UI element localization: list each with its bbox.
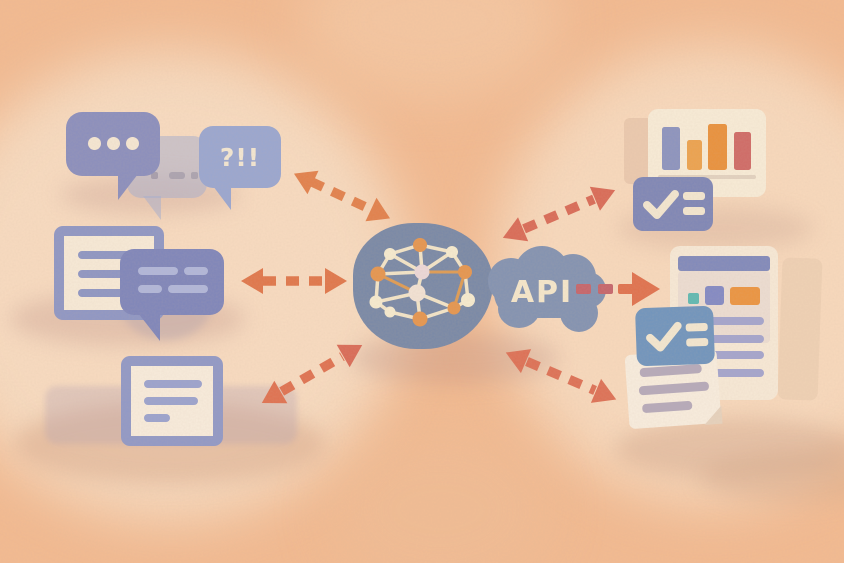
folded-corner xyxy=(703,405,723,425)
dot xyxy=(88,137,101,150)
ghost-mark xyxy=(169,172,185,179)
bar xyxy=(662,127,680,170)
text-line xyxy=(638,381,710,396)
bar xyxy=(734,132,751,170)
arrow-mid-left xyxy=(241,268,347,294)
text-line xyxy=(639,363,702,378)
ghost-mark xyxy=(191,172,198,179)
check-equals-glyph xyxy=(646,321,709,352)
bar xyxy=(708,124,727,170)
question-exclaim-chat-icon: ?!! xyxy=(199,126,281,210)
text-line xyxy=(144,380,202,388)
bubble-tail xyxy=(143,196,161,220)
ellipsis-chat-icon xyxy=(66,112,160,200)
teal-block xyxy=(688,293,699,304)
dot xyxy=(107,137,120,150)
note-icon xyxy=(121,356,223,446)
arrow-mid-right xyxy=(576,272,660,306)
orange-block xyxy=(730,287,760,305)
ghost-card-right xyxy=(777,257,823,401)
arrow-top-right xyxy=(502,186,616,242)
check-equals-glyph xyxy=(643,190,705,219)
arrow-bottom-left xyxy=(261,344,363,404)
exclaim-text: ?!! xyxy=(219,142,261,172)
dash xyxy=(138,285,162,293)
check-list-icon xyxy=(635,305,715,367)
bottom-wash xyxy=(330,430,550,563)
bar xyxy=(687,140,702,170)
purple-block xyxy=(705,286,724,305)
text-line xyxy=(641,400,693,414)
arrow-bottom-right xyxy=(505,349,617,403)
text-line xyxy=(144,414,170,422)
message-lines-icon xyxy=(120,249,224,341)
arrow-top-left xyxy=(293,170,391,222)
bubble-tail xyxy=(213,186,231,210)
bubble-tail xyxy=(138,313,160,341)
dot xyxy=(126,137,139,150)
browser-header-bar xyxy=(678,256,770,271)
top-wash xyxy=(300,0,560,100)
text-line xyxy=(144,397,198,405)
dash xyxy=(138,267,178,275)
dash xyxy=(184,267,208,275)
bubble-tail xyxy=(118,174,138,200)
dash xyxy=(168,285,208,293)
check-list-icon xyxy=(633,177,713,231)
